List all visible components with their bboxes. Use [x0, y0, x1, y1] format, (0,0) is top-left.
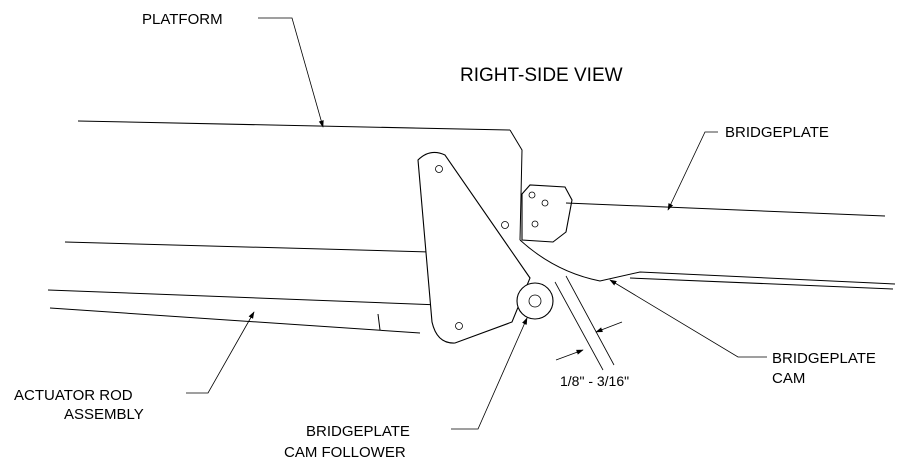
cam-follower-label-2: CAM FOLLOWER — [284, 444, 406, 461]
actuator-rod-label-2: ASSEMBLY — [64, 406, 144, 423]
bridgeplate-callout: BRIDGEPLATE — [667, 124, 829, 211]
actuator-rod-label-1: ACTUATOR ROD — [14, 387, 133, 404]
bracket-plate — [417, 151, 531, 344]
bridgeplate-cam-label-2: CAM — [772, 370, 805, 387]
cam-follower-callout: BRIDGEPLATE CAM FOLLOWER — [284, 317, 528, 461]
actuator-rod — [49, 307, 421, 334]
bolt-hole — [455, 322, 463, 330]
bolt-hole — [435, 165, 443, 173]
clearance-dimension: 1/8" - 3/16" — [554, 275, 629, 389]
bridgeplate-hinge — [521, 184, 573, 243]
cam-follower-roller — [516, 282, 554, 320]
actuator-rod-callout: ACTUATOR ROD ASSEMBLY — [14, 311, 255, 423]
bolt-hole — [541, 199, 549, 207]
cam-follower-label-1: BRIDGEPLATE — [306, 423, 410, 440]
bridgeplate-cam-callout: BRIDGEPLATE CAM — [609, 279, 876, 387]
bridgeplate-label: BRIDGEPLATE — [725, 124, 829, 141]
bolt-hole — [531, 220, 539, 228]
platform-label: PLATFORM — [142, 11, 223, 28]
clearance-label: 1/8" - 3/16" — [560, 373, 629, 389]
platform-callout: PLATFORM — [142, 11, 324, 128]
bridgeplate — [519, 202, 896, 290]
bridgeplate-cam-label-1: BRIDGEPLATE — [772, 350, 876, 367]
bolt-hole — [528, 191, 536, 199]
view-title: RIGHT-SIDE VIEW — [460, 65, 623, 86]
bolt-hole — [501, 221, 509, 229]
